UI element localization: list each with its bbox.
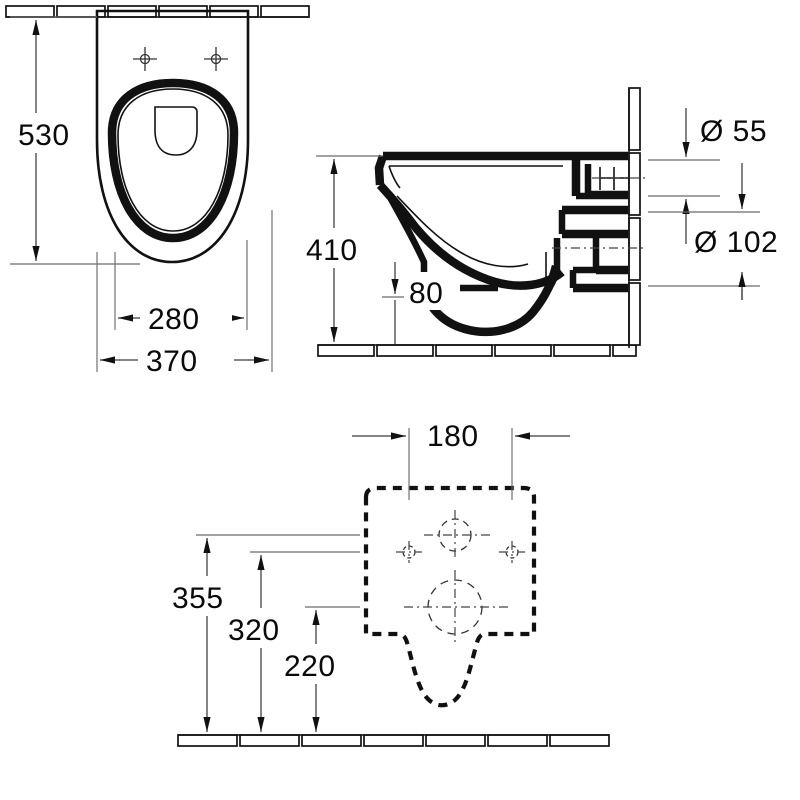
dimension-370: 370 xyxy=(96,210,273,379)
view-bottom-plan: 180 355 320 220 xyxy=(170,416,610,747)
dim-label-dia-102: Ø 102 xyxy=(694,226,778,259)
wall-strip-floor-side xyxy=(317,344,637,357)
wc-flush-aperture xyxy=(154,106,198,156)
dim-label-410: 410 xyxy=(306,234,358,267)
outlet-marker-center xyxy=(404,570,508,646)
wc-side-bowl-upper xyxy=(376,182,565,290)
wc-side-rear-flange xyxy=(552,151,646,293)
wall-strip-floor-bottom xyxy=(177,734,610,747)
wc-seat-rim-inner xyxy=(117,88,229,232)
wc-side-internal-rib xyxy=(384,190,498,292)
mounting-hole-marker-right xyxy=(204,47,228,71)
dimension-410: 410 xyxy=(300,155,383,342)
view-top-plan: 530 280 370 xyxy=(5,5,310,379)
dimension-dia-55: Ø 55 xyxy=(648,108,798,244)
dim-label-180: 180 xyxy=(427,420,479,453)
view-side-section: 410 80 Ø 55 Ø 102 xyxy=(300,87,800,357)
dim-label-370: 370 xyxy=(146,345,198,378)
inlet-marker-center xyxy=(424,510,492,560)
dimension-320: 320 xyxy=(224,551,360,732)
dimension-530: 530 xyxy=(10,16,140,265)
mounting-bolt-marker-right xyxy=(499,541,525,563)
dimension-220: 220 xyxy=(280,606,362,732)
dim-label-80: 80 xyxy=(409,277,443,310)
wc-seat-rim-outer xyxy=(107,78,239,243)
wc-side-outlet-leg xyxy=(530,238,561,314)
wall-strip-vertical-side xyxy=(628,87,641,348)
mounting-bolt-marker-left xyxy=(396,541,422,563)
dim-label-530: 530 xyxy=(18,119,70,152)
mounting-hole-marker-left xyxy=(133,47,157,71)
wc-outer-outline-top xyxy=(95,9,250,264)
dim-label-320: 320 xyxy=(228,614,280,647)
wc-side-rim-front xyxy=(374,154,388,186)
dimension-180: 180 xyxy=(352,416,570,500)
dim-label-220: 220 xyxy=(284,650,336,683)
dimension-dia-102: Ø 102 xyxy=(648,163,800,300)
dim-label-355: 355 xyxy=(172,582,224,615)
dimension-280: 280 xyxy=(114,240,248,337)
dim-label-280: 280 xyxy=(148,303,200,336)
dim-label-dia-55: Ø 55 xyxy=(700,115,767,148)
wc-hidden-outline-bottom xyxy=(363,485,537,708)
dimension-80: 80 xyxy=(382,262,460,344)
